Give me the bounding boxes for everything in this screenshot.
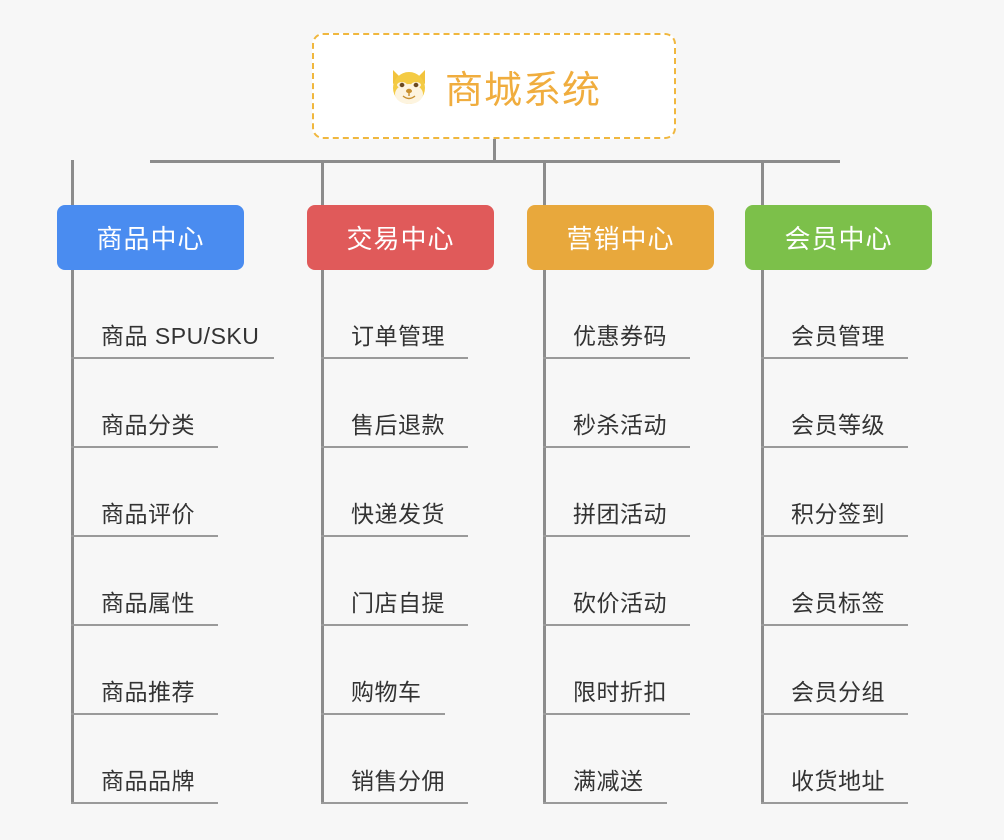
leaf-label: 售后退款 — [351, 412, 445, 438]
leaf-underline — [321, 446, 468, 448]
branch-drop-connector-1 — [71, 160, 74, 205]
leaf-label: 销售分佣 — [351, 768, 445, 794]
leaf-underline — [761, 802, 908, 804]
root-title: 商城系统 — [444, 69, 601, 112]
branch-stem-2 — [321, 270, 324, 804]
leaf-label: 砍价活动 — [573, 590, 667, 616]
leaf-underline — [543, 535, 690, 537]
leaf-underline — [71, 535, 218, 537]
leaf-label: 订单管理 — [351, 323, 445, 349]
leaf-underline — [761, 446, 908, 448]
leaf-label: 商品品牌 — [101, 768, 195, 794]
leaf-label: 秒杀活动 — [573, 412, 667, 438]
leaf-underline — [321, 624, 468, 626]
leaf-underline — [321, 357, 468, 359]
leaf-label: 门店自提 — [351, 590, 445, 616]
leaf-underline — [543, 802, 667, 804]
leaf-underline — [543, 446, 690, 448]
leaf-underline — [543, 713, 690, 715]
leaf-label: 满减送 — [573, 768, 644, 794]
leaf-underline — [761, 357, 908, 359]
leaf-label: 商品 SPU/SKU — [101, 323, 260, 349]
leaf-underline — [761, 713, 908, 715]
leaf-label: 商品分类 — [101, 412, 195, 438]
leaf-underline — [543, 357, 690, 359]
leaf-underline — [321, 713, 445, 715]
leaf-underline — [543, 624, 690, 626]
leaf-label: 商品属性 — [101, 590, 195, 616]
leaf-label: 优惠券码 — [573, 323, 667, 349]
leaf-label: 会员分组 — [791, 679, 885, 705]
branch-header-label: 会员中心 — [784, 224, 893, 254]
leaf-underline — [321, 535, 468, 537]
trunk-horizontal-connector — [150, 160, 840, 163]
leaf-label: 会员标签 — [791, 590, 885, 616]
branch-header-3[interactable]: 营销中心 — [527, 205, 714, 270]
branch-column-2: 交易中心订单管理售后退款快递发货门店自提购物车销售分佣 — [307, 205, 494, 804]
leaf-underline — [71, 624, 218, 626]
branch-header-label: 商品中心 — [96, 224, 205, 254]
leaf-label: 会员等级 — [791, 412, 885, 438]
leaf-label: 快递发货 — [351, 501, 445, 527]
branch-header-1[interactable]: 商品中心 — [57, 205, 244, 270]
leaf-label: 限时折扣 — [573, 679, 667, 705]
branch-header-label: 交易中心 — [346, 224, 455, 254]
leaf-underline — [71, 802, 218, 804]
leaf-underline — [71, 357, 274, 359]
branch-column-4: 会员中心会员管理会员等级积分签到会员标签会员分组收货地址 — [745, 205, 932, 804]
dog-face-icon — [387, 64, 431, 108]
root-node[interactable]: 商城系统 — [312, 33, 676, 139]
branch-column-3: 营销中心优惠券码秒杀活动拼团活动砍价活动限时折扣满减送 — [527, 205, 714, 804]
branch-drop-connector-4 — [761, 160, 764, 205]
branch-stem-3 — [543, 270, 546, 804]
leaf-label: 商品评价 — [101, 501, 195, 527]
leaf-underline — [71, 713, 218, 715]
leaf-underline — [321, 802, 468, 804]
leaf-label: 拼团活动 — [573, 501, 667, 527]
leaf-label: 购物车 — [351, 679, 422, 705]
leaf-underline — [761, 535, 908, 537]
branch-header-4[interactable]: 会员中心 — [745, 205, 932, 270]
leaf-label: 积分签到 — [791, 501, 885, 527]
branch-column-1: 商品中心商品 SPU/SKU 商品分类商品评价商品属性商品推荐商品品牌 — [57, 205, 274, 804]
branch-drop-connector-3 — [543, 160, 546, 205]
leaf-label: 会员管理 — [791, 323, 885, 349]
trunk-vertical-connector — [493, 139, 496, 162]
leaf-label: 收货地址 — [791, 768, 885, 794]
leaf-underline — [761, 624, 908, 626]
branch-stem-1 — [71, 270, 74, 804]
branch-stem-4 — [761, 270, 764, 804]
branch-header-2[interactable]: 交易中心 — [307, 205, 494, 270]
leaf-label: 商品推荐 — [101, 679, 195, 705]
leaf-underline — [71, 446, 218, 448]
branch-drop-connector-2 — [321, 160, 324, 205]
branch-header-label: 营销中心 — [566, 224, 675, 254]
